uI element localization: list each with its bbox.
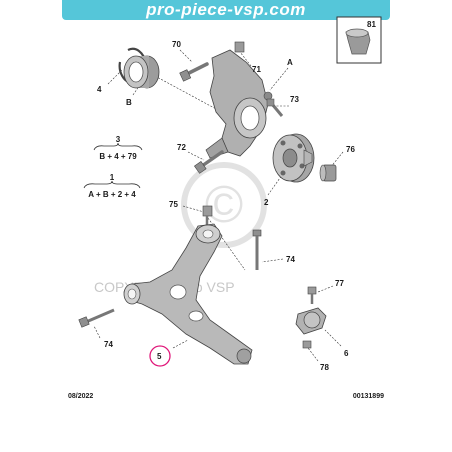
footer-date: 08/2022: [68, 393, 93, 400]
callout-81: 81: [367, 20, 376, 29]
wheel-bearing-part: [123, 55, 160, 89]
site-name: pro-piece-vsp.com: [146, 0, 306, 19]
formula-1-expression: A + B + 2 + 4: [88, 190, 136, 199]
formula-1: 1 A + B + 2 + 4: [83, 173, 141, 199]
inset-box-81: 81: [336, 16, 382, 64]
formula-3-number: 3: [116, 135, 121, 144]
callout-75: 75: [169, 200, 178, 209]
nut-71-part: [234, 41, 245, 53]
bolt-70-part: [179, 62, 209, 82]
callout-71: 71: [252, 65, 261, 74]
callout-6: 6: [344, 349, 349, 358]
callout-74-left: 74: [104, 340, 113, 349]
callout-78: 78: [320, 363, 329, 372]
callout-B: B: [126, 98, 132, 107]
callout-70: 70: [172, 40, 181, 49]
steering-knuckle-part: [205, 49, 273, 159]
callout-5: 5: [157, 352, 162, 361]
callout-77: 77: [335, 279, 344, 288]
hub-nut-76-part: [319, 164, 337, 182]
callout-A: A: [287, 58, 293, 67]
footer-reference: 00131899: [353, 393, 384, 400]
leader-lines: [93, 49, 344, 362]
callout-74-right: 74: [286, 255, 295, 264]
wheel-hub-part: [272, 133, 315, 183]
highlight-circle: [149, 345, 171, 367]
formula-3: 3 B + 4 + 79: [93, 135, 143, 161]
callout-labels: 70 71 A 4 B 73 72 76 2 75 74 77 74 5 6 7…: [97, 40, 355, 372]
callout-2: 2: [264, 198, 269, 207]
bolt-72-part: [194, 150, 224, 174]
nut-75-part: [202, 205, 213, 226]
bolt-74-horizontal-part: [78, 308, 115, 328]
lower-control-arm-part: [123, 223, 253, 365]
site-banner: pro-piece-vsp.com: [62, 0, 390, 20]
callout-76: 76: [346, 145, 355, 154]
bolt-74-vertical-part: [252, 229, 262, 270]
copyright-watermark-circle: [181, 162, 267, 248]
callout-4: 4: [97, 85, 102, 94]
ball-joint-part: [295, 286, 327, 349]
callout-73: 73: [290, 95, 299, 104]
bolt-73-part: [266, 98, 284, 117]
formula-1-number: 1: [110, 173, 115, 182]
formula-3-expression: B + 4 + 79: [99, 152, 137, 161]
callout-72: 72: [177, 143, 186, 152]
